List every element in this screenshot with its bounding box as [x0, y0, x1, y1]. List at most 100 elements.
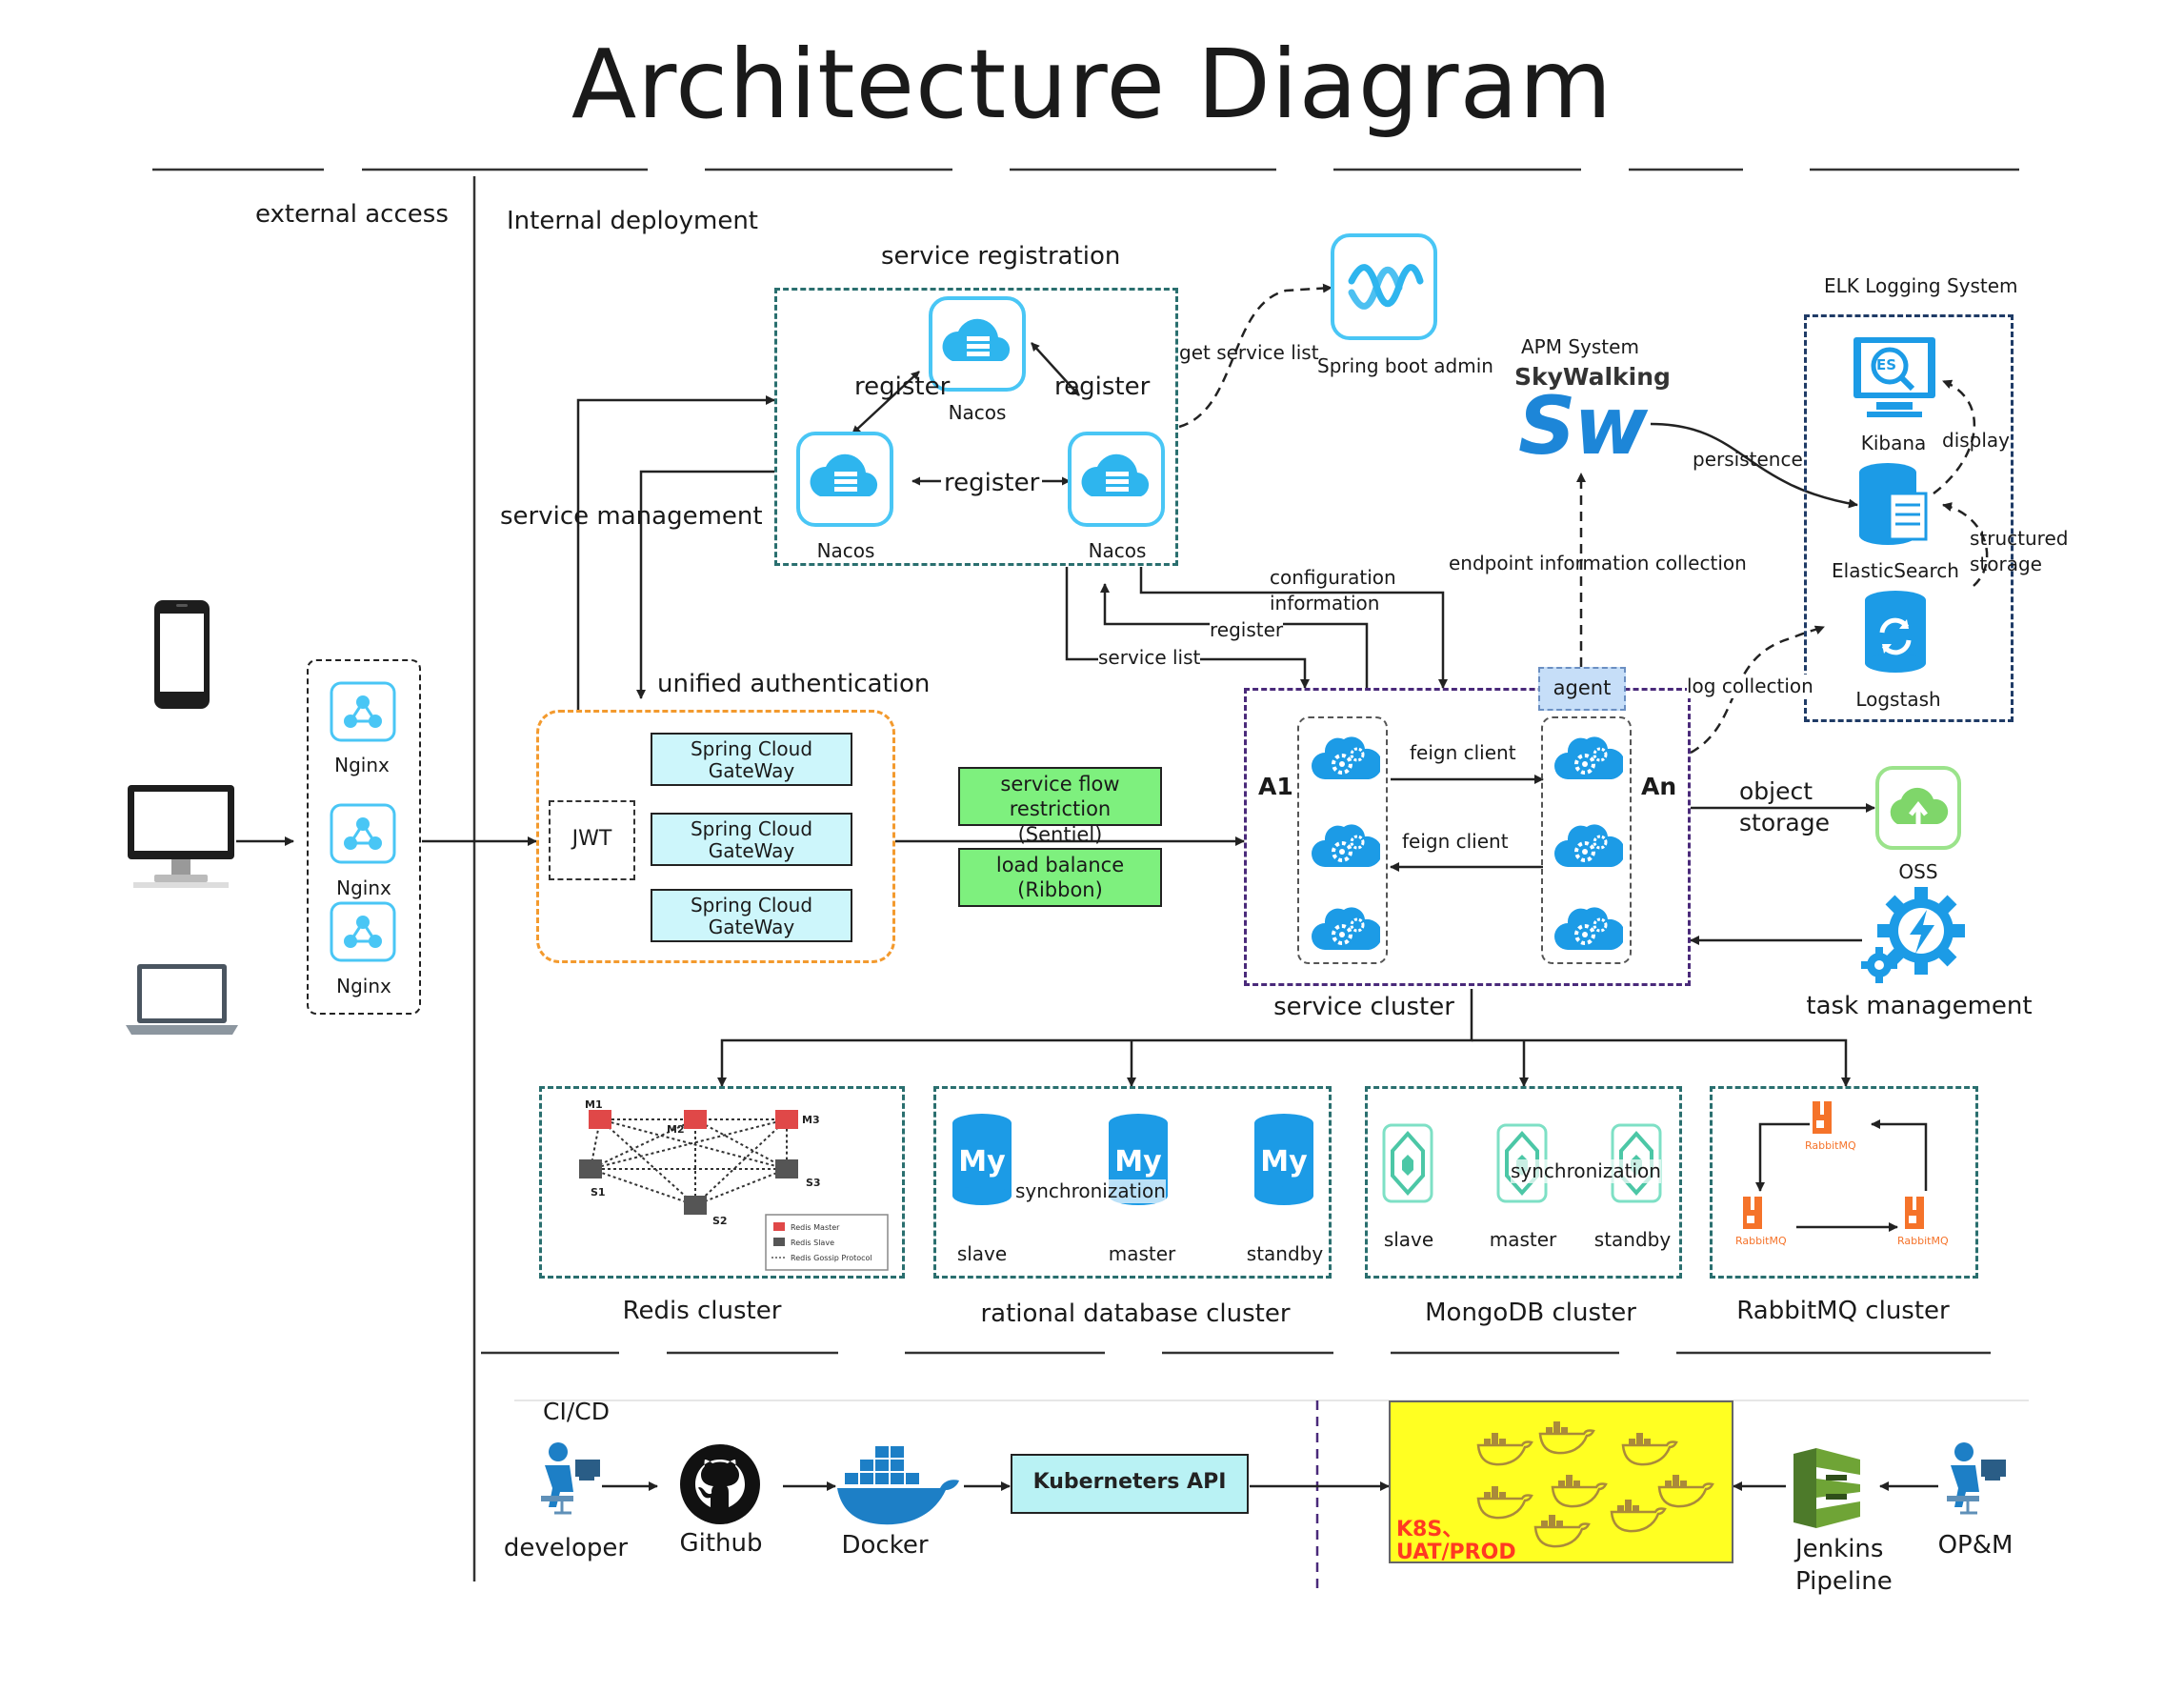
service-cluster-title: service cluster: [1273, 993, 1454, 1021]
nacos-top-icon: [929, 296, 1026, 395]
service-list-label: service list: [1098, 646, 1201, 670]
service-instance-icon: [1553, 730, 1626, 796]
nginx-3: [330, 901, 396, 966]
structured-label: structured: [1970, 527, 2069, 550]
mongo-slave-icon: [1381, 1122, 1434, 1208]
github-icon: [678, 1442, 762, 1530]
gateway-2: Spring Cloud GateWay: [651, 813, 852, 866]
mongo-standby-label: standby: [1593, 1228, 1672, 1251]
redis-node-s3: S3: [806, 1177, 821, 1189]
rdb-sync-label: synchronization: [1015, 1179, 1166, 1203]
load-balance-box: load balance (Ribbon): [958, 848, 1162, 907]
opm-operator-icon: [1939, 1439, 2015, 1521]
apm-system-label: APM System: [1521, 335, 1639, 358]
kibana-es-badge: ES: [1876, 356, 1897, 373]
k8s-label-line1: K8S、: [1396, 1518, 1464, 1541]
mysql-slave-logo: My: [958, 1145, 1006, 1178]
gateway-3: Spring Cloud GateWay: [651, 889, 852, 942]
developer-label: developer: [503, 1534, 629, 1562]
rabbitmq-name-right: RabbitMQ: [1897, 1235, 1949, 1247]
service-instance-icon: [1310, 730, 1383, 796]
service-registration-box: [774, 288, 1178, 566]
service-instance-icon: [1553, 817, 1626, 884]
section-dividers: [152, 168, 2029, 1581]
endpoint-collection-label: endpoint information collection: [1449, 552, 1747, 574]
rdb-cluster-box: [933, 1086, 1332, 1279]
k8s-label-line2: UAT/PROD: [1396, 1541, 1516, 1564]
desktop-computer-icon: [126, 783, 236, 894]
service-management-label: service management: [500, 502, 763, 531]
service-registration-title: service registration: [881, 242, 1121, 271]
redis-node-s2: S2: [712, 1215, 728, 1227]
get-service-list-label: get service list: [1179, 341, 1319, 364]
service-instance-icon: [1310, 900, 1383, 967]
skywalking-logo: Sw: [1518, 379, 1648, 473]
register-right-label: register: [1054, 373, 1151, 401]
jwt-box: JWT: [549, 800, 635, 880]
redis-node-m3: M3: [802, 1114, 820, 1126]
gateway-1: Spring Cloud GateWay: [651, 733, 852, 786]
section-internal-deployment: Internal deployment: [507, 207, 758, 235]
gateway-2-line1: Spring Cloud: [690, 817, 813, 840]
service-an-column: [1541, 716, 1632, 964]
rdb-cluster-label: rational database cluster: [980, 1299, 1291, 1328]
log-collection-label: log collection: [1687, 675, 1813, 698]
rabbitmq-node-right: RabbitMQ: [1895, 1191, 1962, 1252]
feign-client-bottom: feign client: [1402, 830, 1509, 853]
flow-restriction-box: service flow restriction (Sentiel): [958, 767, 1162, 846]
redis-legend-gossip: Redis Gossip Protocol: [791, 1254, 872, 1262]
nginx-2: [330, 803, 396, 868]
mobile-phone-icon: [152, 598, 211, 715]
nginx-1: [330, 681, 396, 746]
gateway-2-line2: GateWay: [708, 839, 795, 862]
rabbitmq-cluster-label: RabbitMQ cluster: [1736, 1297, 1950, 1325]
rabbitmq-node-left: RabbitMQ: [1733, 1191, 1800, 1252]
logstash-icon: [1859, 589, 1935, 680]
kubernetes-api-box: Kuberneters API: [1011, 1454, 1249, 1514]
redis-cluster-label: Redis cluster: [622, 1297, 782, 1325]
nginx-label-1: Nginx: [334, 754, 390, 776]
service-a1-column: [1297, 716, 1388, 964]
storage-label: storage: [1970, 553, 2042, 575]
oss-icon: [1874, 765, 1962, 855]
section-external-access: external access: [255, 200, 449, 229]
kibana-icon: ES: [1850, 333, 1941, 425]
configuration-label: configuration: [1270, 566, 1396, 589]
register-left-label: register: [854, 373, 951, 401]
nacos-left-label: Nacos: [816, 539, 875, 562]
nginx-icon: [330, 803, 396, 864]
laptop-icon: [124, 962, 240, 1040]
elasticsearch-label: ElasticSearch: [1832, 559, 1959, 582]
redis-node-m2: M2: [667, 1123, 685, 1136]
mongo-cluster-label: MongoDB cluster: [1425, 1299, 1636, 1327]
redis-legend-slave: Redis Slave: [791, 1239, 834, 1247]
rabbitmq-name-top: RabbitMQ: [1805, 1139, 1856, 1152]
a1-label: A1: [1258, 773, 1293, 800]
redis-master-icon: [589, 1110, 798, 1129]
docker-icon: [835, 1439, 963, 1534]
nacos-left-icon: [796, 432, 893, 531]
nacos-right-label: Nacos: [1088, 539, 1147, 562]
service-instance-icon: [1553, 900, 1626, 967]
jenkins-pipeline-icon: [1788, 1446, 1866, 1534]
rabbitmq-node-top: RabbitMQ: [1803, 1096, 1870, 1157]
elk-title: ELK Logging System: [1824, 274, 2018, 297]
spring-boot-admin-label: Spring boot admin: [1317, 354, 1493, 377]
redis-node-m1: M1: [585, 1100, 603, 1111]
mongo-cluster-box: [1365, 1086, 1682, 1279]
spring-boot-admin-icon: [1331, 233, 1437, 344]
information-label: information: [1270, 592, 1380, 614]
page-title: Architecture Diagram: [571, 29, 1613, 140]
nginx-label-3: Nginx: [336, 975, 391, 997]
kibana-label: Kibana: [1860, 432, 1927, 454]
redis-legend-master: Redis Master: [791, 1223, 840, 1232]
cicd-label: CI/CD: [543, 1398, 610, 1425]
feign-client-top: feign client: [1410, 741, 1516, 764]
docker-label: Docker: [841, 1531, 929, 1560]
redis-cluster-box: [539, 1086, 905, 1279]
storage-word-label: storage: [1739, 809, 1830, 836]
flow-restriction-line1: service flow restriction: [1000, 773, 1120, 821]
unified-auth-title: unified authentication: [657, 670, 931, 698]
redis-node-s1: S1: [591, 1186, 606, 1198]
